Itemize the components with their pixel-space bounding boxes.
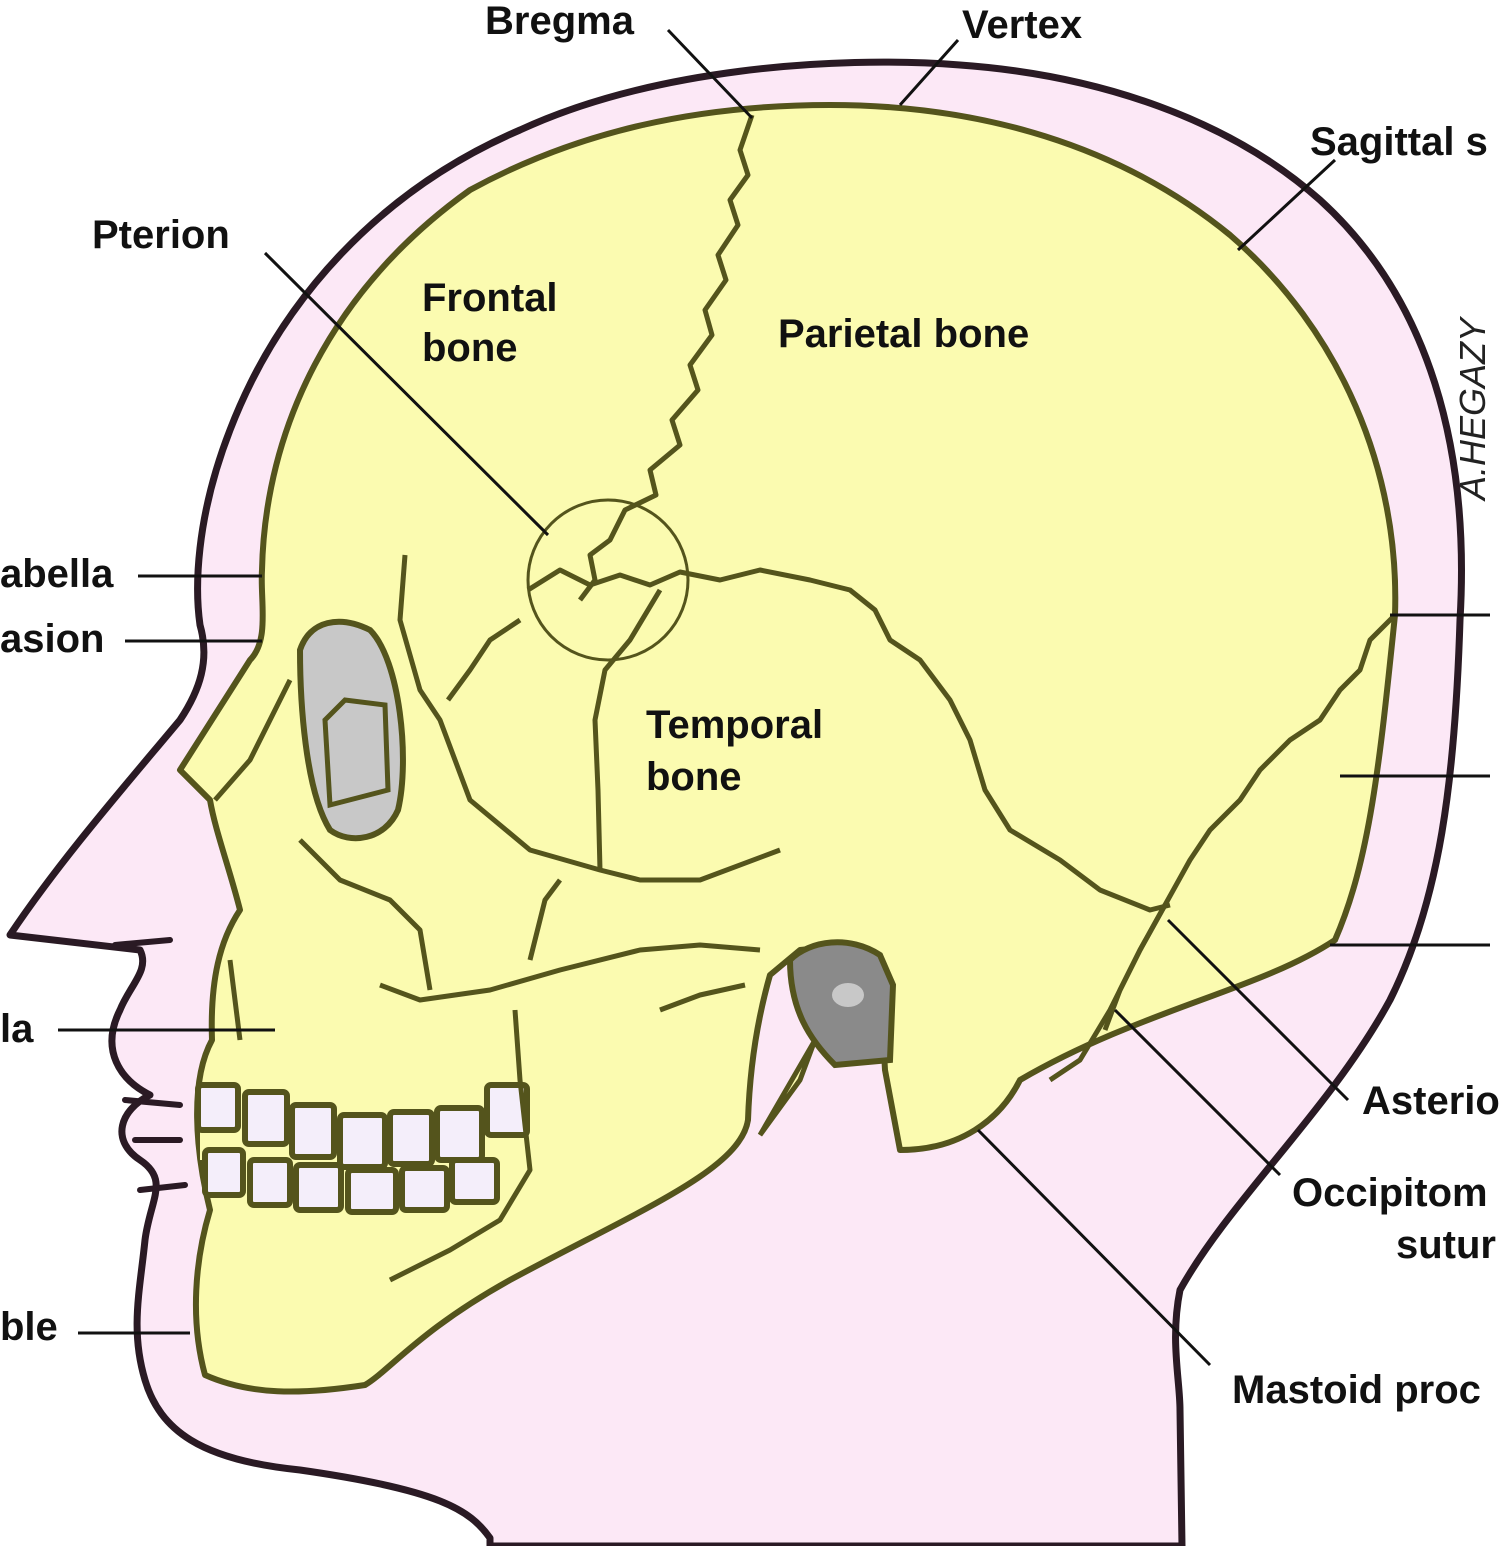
lip-marks	[112, 937, 188, 1193]
teeth	[195, 1082, 530, 1215]
pterion-circle	[526, 498, 690, 662]
ear-hole	[832, 983, 864, 1007]
label-asterion: Asterio	[1362, 1079, 1500, 1123]
occipitomastoid-suture	[1048, 903, 1168, 1083]
leader-lines	[58, 28, 1490, 1367]
label-occipitomastoid-line2: sutur	[1396, 1223, 1496, 1267]
coronal-suture	[578, 114, 755, 602]
leader-vertex	[898, 39, 960, 106]
label-glabella: abella	[0, 552, 114, 596]
label-occipitomastoid-line1: Occipitom	[1292, 1171, 1488, 1215]
label-temporal-line1: Temporal	[646, 703, 824, 747]
label-mandible: ble	[0, 1305, 58, 1349]
label-maxilla: la	[0, 1007, 34, 1051]
sutures	[178, 114, 1397, 1283]
label-nasion: asion	[0, 617, 105, 661]
leader-mastoid	[976, 1128, 1212, 1367]
label-parietal: Parietal bone	[778, 312, 1030, 356]
leader-occipitomastoid	[1113, 1008, 1282, 1177]
label-sagittal: Sagittal s	[1310, 120, 1488, 164]
label-pterion: Pterion	[92, 213, 230, 257]
styloid-process	[757, 1038, 818, 1137]
label-bregma: Bregma	[485, 0, 634, 43]
label-temporal-line2: bone	[646, 755, 742, 799]
label-mastoid: Mastoid proc	[1232, 1368, 1481, 1412]
orbit-inner	[322, 697, 391, 809]
label-vertex: Vertex	[962, 3, 1083, 47]
label-frontal-line2: bone	[422, 326, 518, 370]
zygomatic-arch	[379, 942, 761, 1003]
leader-sagittal	[1236, 158, 1337, 252]
leader-bregma	[666, 28, 754, 120]
leader-asterion	[1166, 918, 1350, 1102]
leader-pterion	[263, 251, 550, 537]
squamosal-suture	[526, 567, 1171, 913]
label-frontal-line1: Frontal	[422, 276, 558, 320]
author-watermark: A.HEGAZY	[1452, 317, 1493, 500]
